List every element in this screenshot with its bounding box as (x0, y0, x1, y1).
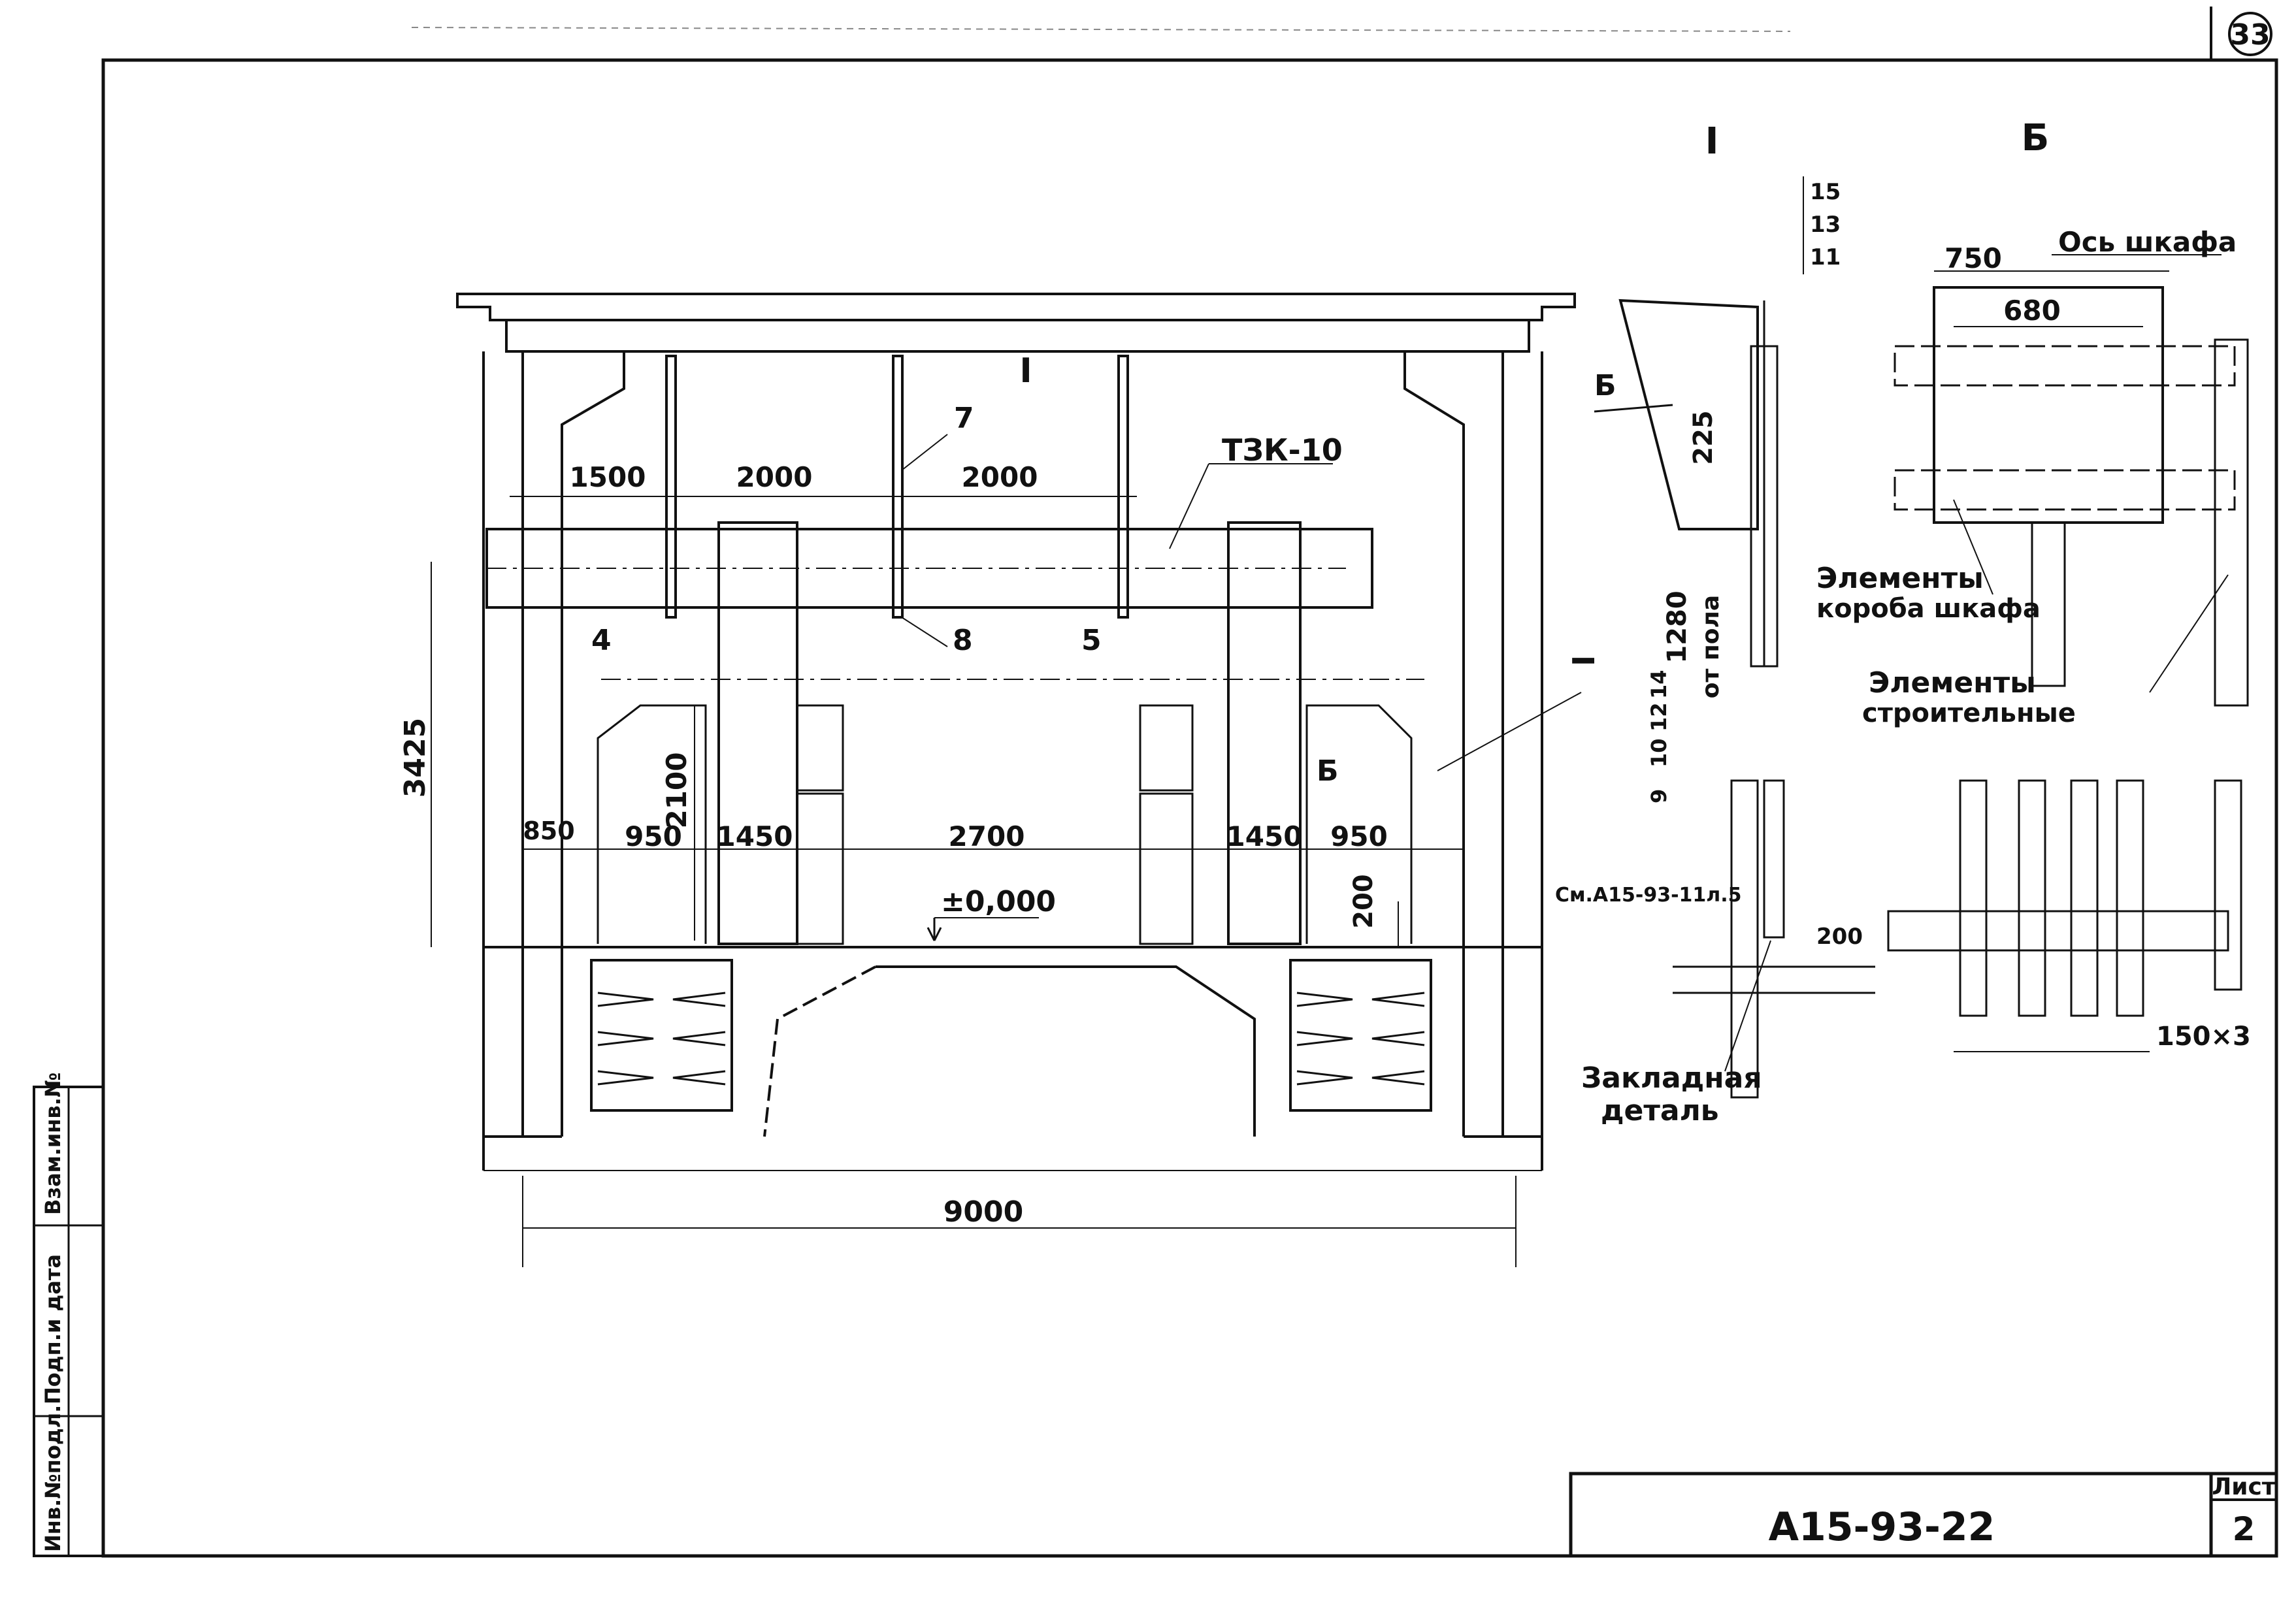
sheet-value: 2 (2233, 1510, 2255, 1548)
item-7: 7 (954, 402, 974, 435)
item-4: 4 (591, 624, 612, 657)
dim-1450-left: 1450 (717, 820, 793, 852)
box-elements-2: короба шкафа (1816, 594, 2041, 624)
floor-line (484, 946, 1542, 1137)
view-I-title: I (1705, 120, 1719, 163)
main-section: I ТЗК-10 7 8 5 4 1500 2000 2000 3425 210… (399, 293, 1601, 1267)
hangers (665, 355, 1129, 619)
view-I-dim-225: 225 (1688, 410, 1718, 465)
embedded-part-2: деталь (1601, 1094, 1719, 1127)
item-5: 5 (1081, 624, 1102, 657)
dim-label-4: 14 (1647, 670, 1671, 699)
view-B-dim-750: 750 (1944, 242, 2002, 274)
dim-1500: 1500 (570, 461, 646, 493)
build-elements-2: строительные (1862, 698, 2076, 728)
dimension-lines (431, 496, 1517, 1267)
dim-950-right: 950 (1330, 820, 1388, 852)
view-I-from-floor: от пола (1697, 595, 1724, 698)
dim-label-1: 15 (1810, 179, 1841, 205)
marker-I-right: I (1566, 655, 1601, 666)
dim-850: 850 (523, 816, 574, 845)
marker-b-main: Б (1317, 754, 1339, 788)
dim-label-3: 11 (1810, 244, 1841, 270)
dim-2000-b: 2000 (962, 461, 1038, 493)
dim-2000-a: 2000 (736, 461, 813, 493)
item-8: 8 (953, 624, 973, 657)
stamp-replace-inv: Взам.инв.№ (41, 1073, 65, 1215)
dim-950-left: 950 (625, 820, 682, 852)
stamp-inv-orig: Инв.№подл. (41, 1405, 65, 1552)
dim-label-7: 9 (1647, 789, 1671, 803)
cabinets (597, 521, 1424, 945)
level-zero: ±0,000 (941, 885, 1056, 918)
side-stamp: Взам.инв.№ Подп.и дата Инв.№подл. (33, 1073, 105, 1557)
dim-label-0: 33 (2230, 18, 2270, 52)
view-B-dim-150x3: 150×3 (2156, 1022, 2251, 1052)
axis-label: Ось шкафа (2058, 226, 2237, 258)
view-I-detail: I Б 225 1280 от пола 15 13 11 14 12 10 9… (1555, 120, 1875, 1127)
title-block: Лист 2 А15-93-22 (1569, 1472, 2278, 1558)
building-elements-plan (1887, 779, 2242, 1052)
build-elements-1: Элементы (1869, 666, 2036, 700)
dim-3425: 3425 (399, 718, 432, 798)
view-I-dim-1280: 1280 (1662, 590, 1692, 663)
stack-dims-low: 14 12 10 9 (1647, 670, 1671, 803)
roof-slab (456, 293, 1576, 353)
dim-label-6: 10 (1647, 738, 1671, 768)
view-B-title: Б (2022, 117, 2050, 159)
sheet-frame (101, 7, 2278, 1558)
view-B-detail: Б Ось шкафа 750 680 Элементы короба шкаф… (1816, 117, 2251, 1052)
drawing-code: А15-93-22 (1769, 1504, 1995, 1550)
outer-walls (482, 351, 1543, 1171)
view-B-dim-680: 680 (2003, 295, 2061, 327)
stamp-sign-date: Подп.и дата (41, 1254, 65, 1404)
view-I-arrow-b: Б (1594, 369, 1616, 402)
tzk-tray (485, 528, 1373, 609)
dim-200: 200 (1349, 874, 1379, 929)
dim-label-5: 12 (1647, 702, 1671, 732)
box-elements-1: Элементы (1816, 562, 1984, 595)
dim-9000: 9000 (943, 1195, 1023, 1229)
cable-channels (590, 959, 1432, 1112)
label-tzk: ТЗК-10 (1222, 432, 1343, 468)
sheet-label: Лист (2212, 1474, 2275, 1500)
sheet-number-circle: 33 (2228, 12, 2272, 56)
view-I-see-ref: См.А15-93-11л.5 (1555, 884, 1742, 907)
embedded-part-1: Закладная (1581, 1061, 1762, 1095)
dim-2100: 2100 (661, 752, 693, 829)
dim-label-2: 13 (1810, 212, 1841, 238)
stack-dims-top: 15 13 11 (1803, 176, 1841, 274)
marker-top-I: I (1019, 351, 1032, 391)
view-I-dim-200: 200 (1816, 924, 1863, 950)
dim-2700: 2700 (949, 820, 1025, 852)
dim-1450-right: 1450 (1226, 820, 1303, 852)
